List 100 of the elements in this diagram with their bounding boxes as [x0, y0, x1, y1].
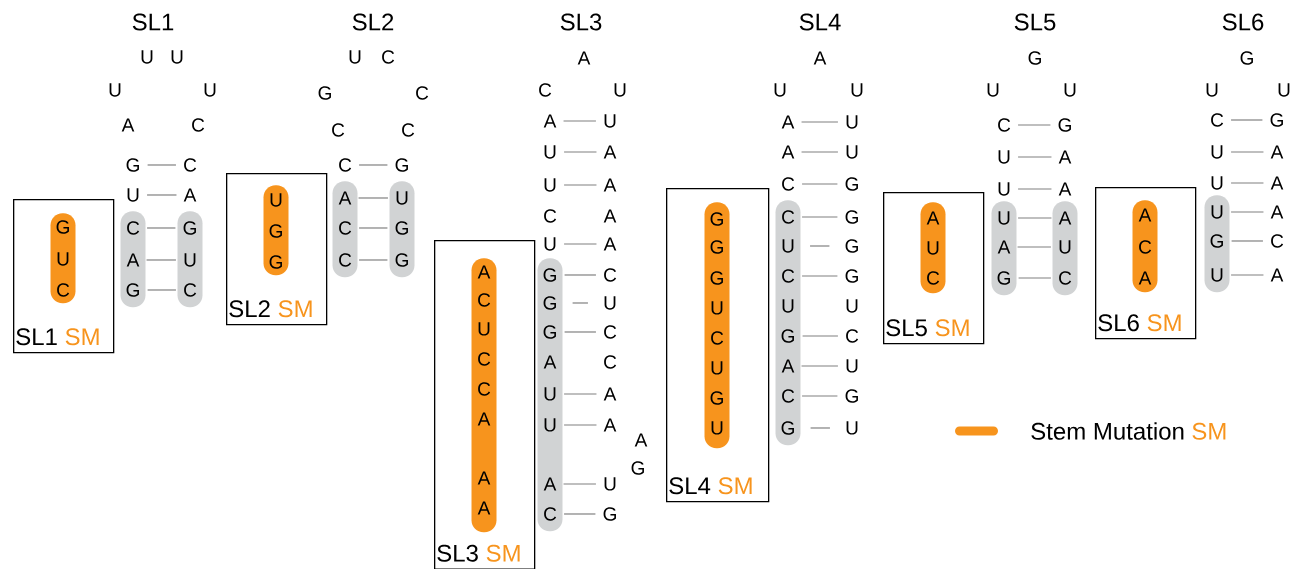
- nucleotide: U: [171, 50, 183, 64]
- base-pair-line: [358, 259, 389, 261]
- nucleotide: C: [184, 283, 197, 297]
- nucleotide: G: [845, 210, 858, 224]
- nucleotide: U: [544, 145, 556, 159]
- nucleotide: G: [395, 158, 408, 172]
- stem-highlight: [537, 258, 563, 532]
- abbreviation: SM: [1192, 422, 1226, 440]
- nucleotide: A: [781, 115, 795, 129]
- nucleotide: A: [543, 355, 557, 369]
- base-pair-line: [1017, 124, 1051, 126]
- stem-highlight: [120, 211, 146, 308]
- nucleotide: G: [845, 389, 858, 403]
- base-pair-line: [563, 151, 598, 153]
- stem-loop-title: SL6: [1222, 13, 1264, 31]
- base-pair-line: [562, 483, 597, 485]
- nucleotide: C: [184, 158, 197, 172]
- nucleotide: C: [1059, 271, 1072, 285]
- nucleotide: U: [1206, 83, 1218, 97]
- nucleotide: C: [1271, 234, 1284, 248]
- nucleotide: A: [603, 237, 617, 251]
- nucleotide: A: [603, 145, 617, 159]
- nucleotide: C: [1211, 113, 1224, 127]
- base-pair-line: [564, 274, 597, 276]
- base-pair-line: [145, 259, 177, 261]
- nucleotide: G: [1058, 118, 1071, 132]
- nucleotide: G: [845, 239, 858, 253]
- nucleotide: G: [781, 421, 794, 435]
- base-pair-line: [801, 216, 838, 218]
- nucleotide: A: [1058, 150, 1072, 164]
- nucleotide: U: [1211, 145, 1223, 159]
- nucleotide: U: [1211, 268, 1223, 282]
- nucleotide: A: [1270, 176, 1284, 190]
- stem-highlight: [991, 201, 1017, 296]
- nucleotide: U: [782, 299, 794, 313]
- nucleotide: U: [987, 83, 999, 97]
- mutation-pill: U G G: [263, 185, 289, 276]
- nucleotide: G: [126, 283, 139, 297]
- base-pair-line: [1017, 188, 1053, 190]
- nucleotide: U: [544, 387, 556, 401]
- nucleotide: A: [603, 209, 617, 223]
- nucleotide: A: [1270, 268, 1284, 282]
- stem-highlight: [389, 181, 415, 278]
- base-pair-line: [800, 151, 839, 153]
- nucleotide: A: [781, 359, 795, 373]
- nucleotide: A: [543, 477, 557, 491]
- nucleotide: C: [127, 221, 140, 235]
- nucleotide: A: [1270, 205, 1284, 219]
- nucleotide: A: [126, 253, 140, 267]
- nucleotide: G: [543, 325, 556, 339]
- base-pair-line: [146, 194, 178, 196]
- nucleotide: U: [998, 182, 1010, 196]
- stem-loop-title: SL5: [1014, 13, 1056, 31]
- base-pair-line: [1230, 119, 1263, 121]
- stem-highlight: [332, 181, 358, 278]
- nucleotide: U: [846, 145, 858, 159]
- nucleotide: G: [1210, 234, 1223, 248]
- nucleotide: A: [781, 145, 795, 159]
- base-pair-line: [810, 427, 831, 429]
- nucleotide: G: [183, 221, 196, 235]
- nucleotide: C: [604, 268, 617, 282]
- nucleotide: C: [544, 209, 557, 223]
- nucleotide: C: [539, 83, 552, 97]
- nucleotide: U: [109, 83, 121, 97]
- nucleotide: U: [349, 50, 361, 64]
- nucleotide: C: [782, 269, 795, 283]
- nucleotide: U: [604, 114, 616, 128]
- nucleotide: U: [204, 83, 216, 97]
- nucleotide: C: [416, 86, 429, 100]
- base-pair-line: [572, 302, 589, 304]
- nucleotide: G: [781, 329, 794, 343]
- nucleotide: C: [339, 158, 352, 172]
- nucleotide: U: [127, 188, 139, 202]
- stem-highlight: [1052, 201, 1078, 296]
- base-pair-line: [800, 121, 839, 123]
- nucleotide: U: [1211, 176, 1223, 190]
- nucleotide: U: [846, 421, 858, 435]
- nucleotide: U: [614, 83, 626, 97]
- nucleotide: A: [997, 240, 1011, 254]
- nucleotide: C: [846, 329, 859, 343]
- nucleotide: C: [544, 507, 557, 521]
- nucleotide: G: [126, 158, 139, 172]
- nucleotide: G: [395, 253, 408, 267]
- base-pair-line: [563, 424, 598, 426]
- nucleotide: A: [603, 387, 617, 401]
- nucleotide: G: [543, 268, 556, 282]
- nucleotide: A: [603, 418, 617, 432]
- base-pair-line: [563, 513, 596, 515]
- base-pair-line: [562, 120, 597, 122]
- nucleotide: C: [998, 118, 1011, 132]
- base-pair-line: [563, 184, 598, 186]
- nucleotide: U: [604, 296, 616, 310]
- nucleotide: U: [1064, 83, 1076, 97]
- base-pair-line: [1231, 240, 1264, 242]
- nucleotide: A: [183, 188, 197, 202]
- nucleotide: G: [631, 461, 644, 475]
- nucleotide: G: [318, 86, 331, 100]
- mutation-pill: A C A: [1132, 200, 1158, 293]
- nucleotide: C: [604, 325, 617, 339]
- mutation-pill: G G G U C U G U: [704, 202, 730, 449]
